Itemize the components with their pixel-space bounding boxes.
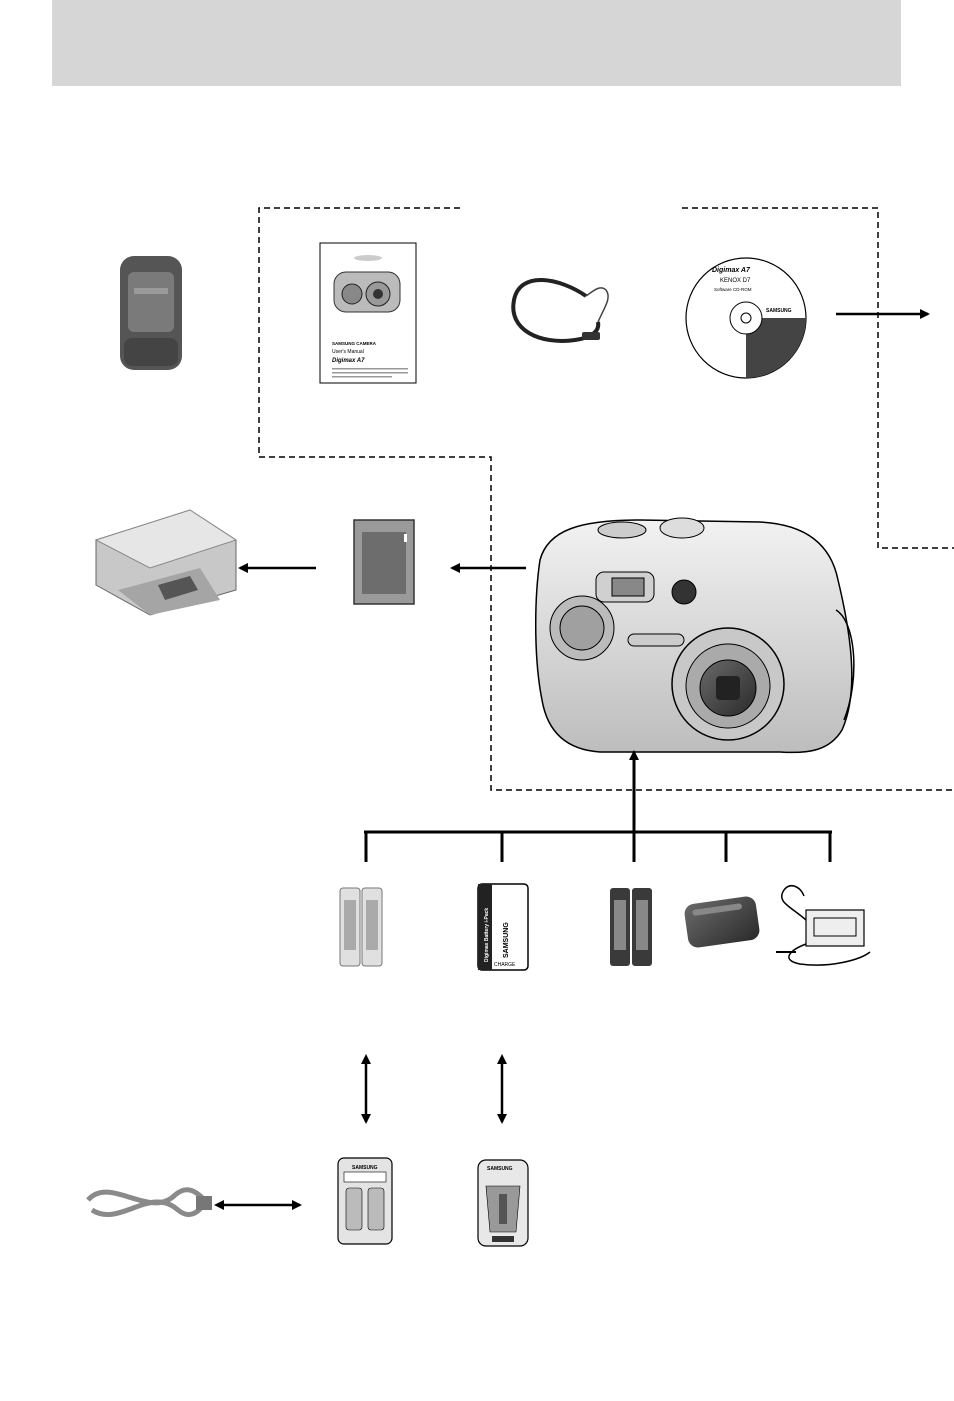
wrist-strap-image	[511, 278, 609, 343]
digital-camera-image	[535, 517, 855, 754]
svg-text:SAMSUNG: SAMSUNG	[487, 1166, 513, 1172]
crv3-battery-image	[684, 896, 760, 948]
camera-case-image	[120, 256, 182, 370]
svg-text:SAMSUNG: SAMSUNG	[766, 308, 792, 314]
power-source-tree	[364, 750, 832, 862]
user-manual-image: SAMSUNG CAMERA User's Manual Digimax A7	[319, 242, 417, 384]
rechargeable-aa-batteries-image	[339, 887, 383, 967]
ac-adapter-image	[776, 885, 871, 966]
dashed-package-boundary	[258, 207, 954, 791]
svg-text:Digimax A7: Digimax A7	[712, 267, 751, 274]
svg-text:User's Manual: User's Manual	[332, 349, 364, 355]
header-bar	[52, 0, 901, 86]
svg-text:KENOX D7: KENOX D7	[720, 278, 751, 284]
svg-text:Digimax Battery i-Pack: Digimax Battery i-Pack	[484, 908, 490, 962]
software-cd-image: Digimax A7 KENOX D7 Software CD-ROM SAMS…	[685, 257, 807, 379]
printer-image	[94, 509, 238, 616]
svg-text:SAMSUNG: SAMSUNG	[352, 1165, 378, 1171]
power-cord-plug	[196, 1196, 212, 1210]
svg-text:SAMSUNG: SAMSUNG	[503, 922, 510, 958]
svg-text:Digimax A7: Digimax A7	[332, 358, 365, 364]
aa-battery-charger-image: SAMSUNG	[337, 1157, 393, 1245]
battery-pack-image: Digimax Battery i-Pack SAMSUNG CHARGE	[477, 883, 529, 971]
svg-text:SAMSUNG CAMERA: SAMSUNG CAMERA	[332, 341, 377, 346]
power-cord-image	[86, 1187, 212, 1218]
memory-card-image	[353, 519, 415, 605]
battery-pack-charger-image: SAMSUNG	[477, 1159, 529, 1247]
alkaline-aa-batteries-image	[610, 888, 652, 966]
svg-text:Software CD-ROM: Software CD-ROM	[714, 287, 752, 292]
svg-text:CHARGE: CHARGE	[494, 962, 516, 968]
